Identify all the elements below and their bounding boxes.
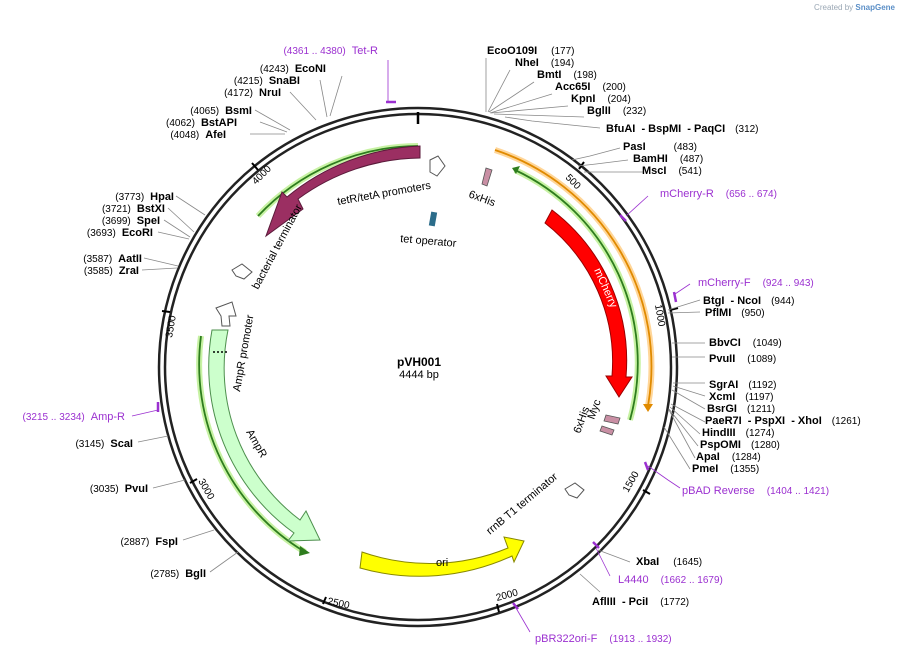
enzyme-label: (2887)FspI bbox=[120, 536, 178, 548]
primer-label: (4361 .. 4380)Tet-R bbox=[283, 45, 378, 57]
enzyme-label: (3773)HpaI bbox=[115, 191, 174, 203]
enzyme-label: PflMI(950) bbox=[705, 307, 765, 319]
his6-top-icon bbox=[481, 167, 493, 187]
tet-operator-icon bbox=[428, 211, 438, 227]
ampr-label: AmpR bbox=[243, 428, 269, 461]
enzyme-label: (4065)BsmI bbox=[190, 105, 252, 117]
ampr-region-line bbox=[198, 335, 306, 553]
ori-feature-arrow bbox=[359, 536, 525, 577]
myc-icon bbox=[603, 414, 621, 425]
enzyme-label: BglII(232) bbox=[587, 105, 646, 117]
mcherry-feature-arrow bbox=[544, 209, 633, 398]
enzyme-label: NheI(194) bbox=[515, 57, 574, 69]
primer-label: pBR322ori-F(1913 .. 1932) bbox=[535, 633, 672, 645]
tick-1000: 1000 bbox=[652, 304, 679, 328]
ampr-feature-arrow bbox=[208, 329, 321, 542]
plasmid-name: pVH001 bbox=[397, 355, 441, 369]
tick-2500: 2500 bbox=[322, 596, 351, 612]
his6-top-label: 6xHis bbox=[467, 189, 497, 210]
enzyme-label: PasI(483) bbox=[623, 141, 697, 153]
svg-text:1000: 1000 bbox=[652, 304, 667, 328]
enzyme-label: PmeI(1355) bbox=[692, 463, 759, 475]
enzyme-label: (3721)BstXI bbox=[102, 203, 165, 215]
primer-label: (3215 .. 3234)Amp-R bbox=[23, 411, 126, 423]
enzyme-label: ApaI(1284) bbox=[696, 451, 761, 463]
tet-operator-label: tet operator bbox=[400, 233, 457, 250]
enzyme-label: Acc65I(200) bbox=[555, 81, 626, 93]
enzyme-label: BamHI(487) bbox=[633, 153, 703, 165]
leader-lines bbox=[131, 58, 706, 633]
mcherry-region-arrowhead bbox=[512, 166, 520, 174]
tetr-feature-arrow bbox=[264, 145, 421, 238]
primer-label: pBAD Reverse(1404 .. 1421) bbox=[682, 485, 829, 497]
primer-marks bbox=[156, 100, 678, 610]
enzyme-label: HindIII(1274) bbox=[702, 427, 775, 439]
enzyme-label: (3699)SpeI bbox=[102, 215, 160, 227]
enzyme-label: BfuAI - BspMI - PaqCI(312) bbox=[606, 123, 759, 135]
enzyme-label: BmtI(198) bbox=[537, 69, 597, 81]
snapgene-watermark: Created by SnapGene bbox=[814, 3, 895, 12]
svg-text:3000: 3000 bbox=[195, 477, 216, 502]
enzyme-label: XcmI(1197) bbox=[709, 391, 773, 403]
backbone-outer bbox=[157, 106, 679, 628]
ori-label: ori bbox=[436, 557, 448, 569]
plasmid-length: 4444 bp bbox=[399, 369, 439, 381]
enzyme-labels-left: (4243)EcoNI (4215)SnaBI (4172)NruI (4065… bbox=[75, 63, 326, 580]
enzyme-label: (3585)ZraI bbox=[84, 265, 139, 277]
tet-promoters-icon bbox=[429, 155, 446, 177]
snapgene-logo: SnapGene bbox=[855, 3, 895, 12]
tetr-region-line bbox=[257, 145, 419, 217]
bacterial-terminator-icon bbox=[231, 263, 253, 280]
tick-3500: 3500 bbox=[161, 310, 179, 339]
enzyme-label: (3693)EcoRI bbox=[87, 227, 153, 239]
mcherry-region-line bbox=[514, 169, 639, 421]
enzyme-label: BsrGI(1211) bbox=[707, 403, 775, 415]
enzyme-label: PaeR7I - PspXI - XhoI(1261) bbox=[705, 415, 861, 427]
enzyme-label: (4062)BstAPI bbox=[166, 117, 237, 129]
enzyme-label: AflIII - PciI(1772) bbox=[592, 596, 689, 608]
enzyme-label: PvuII(1089) bbox=[709, 353, 776, 365]
ampr-region-arrowhead bbox=[299, 546, 310, 556]
enzyme-label: EcoO109I(177) bbox=[487, 45, 575, 57]
orange-region-arrowhead bbox=[643, 404, 653, 412]
enzyme-label: PspOMI(1280) bbox=[700, 439, 780, 451]
enzyme-label: BbvCI(1049) bbox=[709, 337, 782, 349]
svg-text:2500: 2500 bbox=[326, 596, 350, 611]
enzyme-label: (4243)EcoNI bbox=[260, 63, 326, 75]
enzyme-label: BtgI - NcoI(944) bbox=[703, 295, 794, 307]
rrnb-terminator-icon bbox=[564, 482, 585, 499]
enzyme-label: MscI(541) bbox=[642, 165, 702, 177]
his6-bottom-icon bbox=[599, 425, 615, 436]
svg-text:3500: 3500 bbox=[164, 314, 179, 338]
primer-label: L4440(1662 .. 1679) bbox=[618, 574, 723, 586]
primer-label: mCherry-F(924 .. 943) bbox=[698, 277, 814, 289]
primer-labels: (4361 .. 4380)Tet-R mCherry-R(656 .. 674… bbox=[23, 45, 830, 645]
enzyme-label: XbaI(1645) bbox=[636, 556, 702, 568]
enzyme-label: SgrAI(1192) bbox=[709, 379, 777, 391]
enzyme-label: (3145)ScaI bbox=[75, 438, 133, 450]
enzyme-label: KpnI(204) bbox=[571, 93, 631, 105]
orange-region-line bbox=[494, 149, 653, 407]
enzyme-labels-right: EcoO109I(177) NheI(194) BmtI(198) Acc65I… bbox=[487, 45, 861, 608]
enzyme-label: (4215)SnaBI bbox=[234, 75, 300, 87]
ampr-promoter-icon bbox=[215, 301, 237, 327]
enzyme-label: (4172)NruI bbox=[224, 87, 281, 99]
tick-1500: 1500 bbox=[621, 469, 651, 495]
ampr-promoter-label: AmpR promoter bbox=[231, 314, 256, 393]
enzyme-label: (2785)BglI bbox=[150, 568, 206, 580]
enzyme-label: (3587)AatII bbox=[83, 253, 142, 265]
enzyme-label: (4048)AfeI bbox=[170, 129, 226, 141]
enzyme-label: (3035)PvuI bbox=[90, 483, 148, 495]
tick-4000: 4000 bbox=[250, 162, 274, 187]
rrnb-terminator-label: rrnB T1 terminator bbox=[484, 471, 560, 538]
primer-label: mCherry-R(656 .. 674) bbox=[660, 188, 777, 200]
his6-bottom-label: 6xHis bbox=[572, 405, 593, 435]
